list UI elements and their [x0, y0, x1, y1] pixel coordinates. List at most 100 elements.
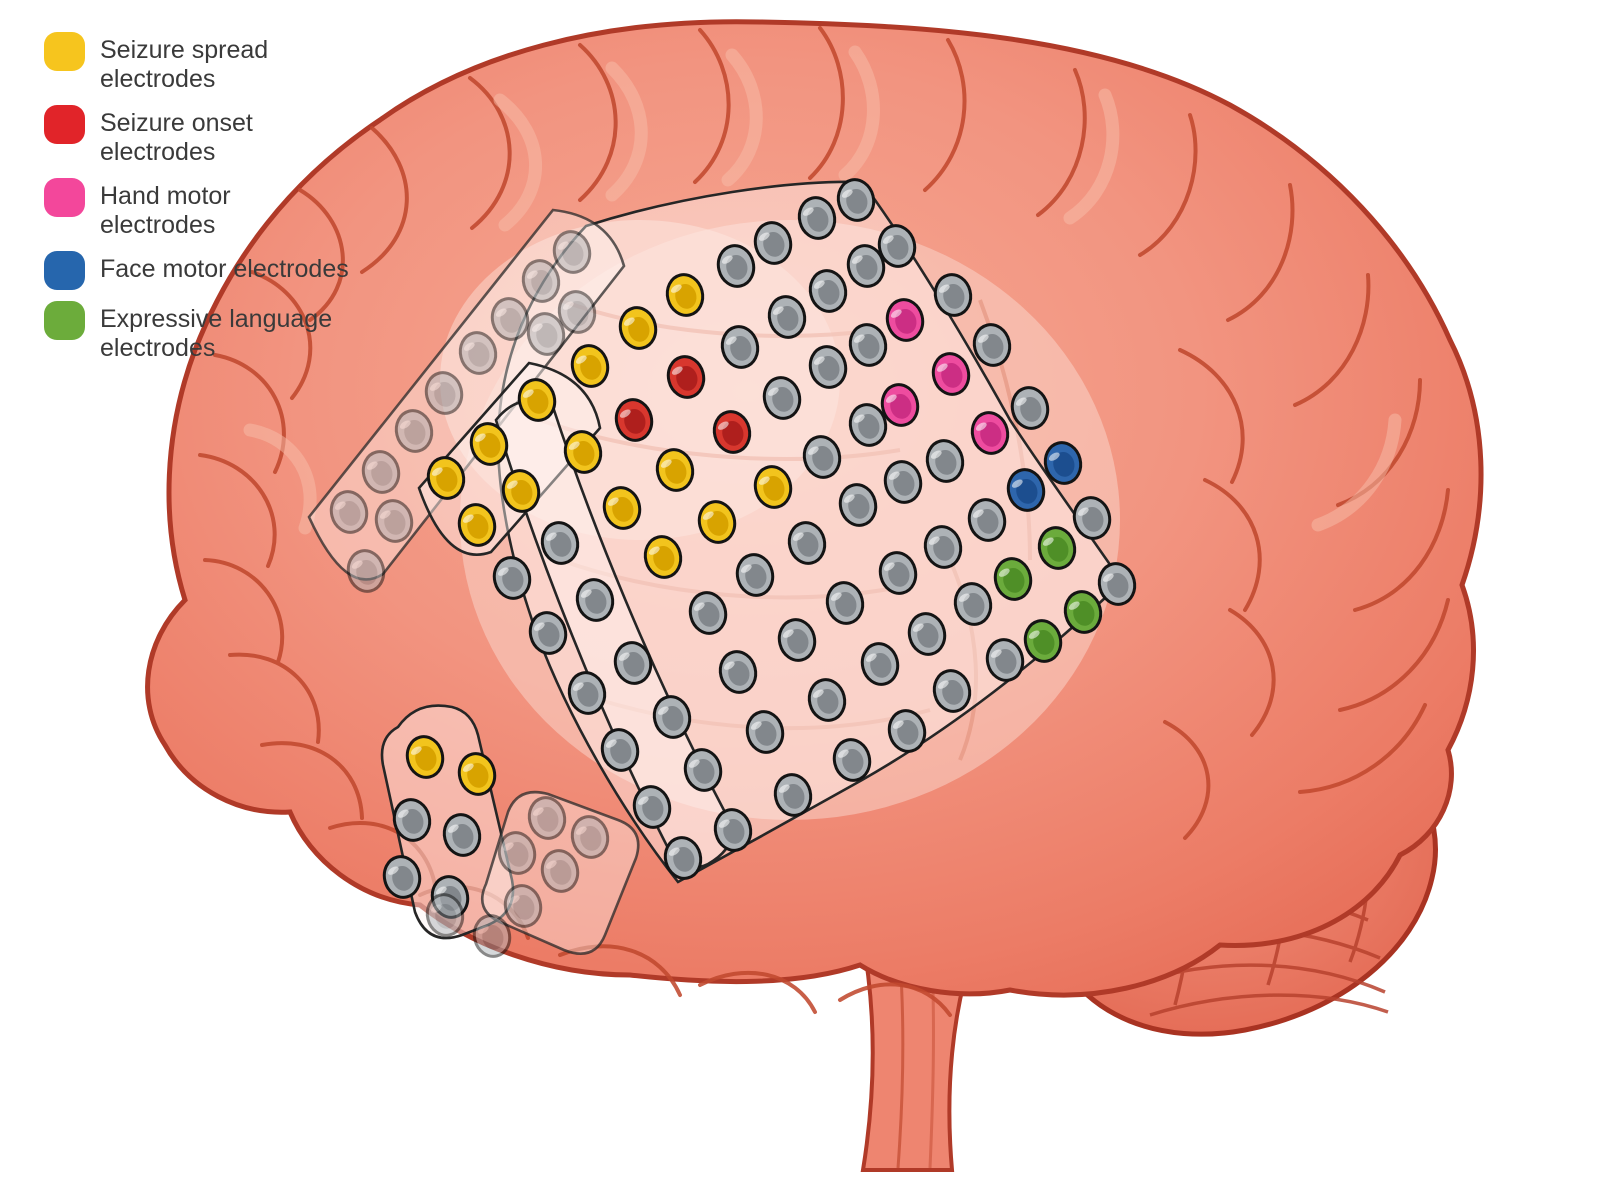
electrode-grid-recording: [846, 244, 886, 288]
electrode-grid-recording: [887, 709, 927, 753]
electrode-temporal-grid-gray: [382, 855, 422, 899]
electrode-grid-recording: [575, 578, 615, 622]
electrode-hand-motor: [880, 383, 920, 427]
electrode-grid-recording: [777, 618, 817, 662]
electrode-grid-recording: [683, 748, 723, 792]
electrode-grid-recording: [923, 525, 963, 569]
electrode-grid-recording: [745, 710, 785, 754]
electrode-seizure-spread: [602, 486, 642, 530]
expressive-language-swatch-icon: [44, 301, 85, 340]
electrode-grid-recording: [540, 521, 580, 565]
electrode-grid-recording: [688, 591, 728, 635]
electrode-grid-recording: [767, 295, 807, 339]
electrode-yellow-strip: [517, 378, 557, 422]
electrode-grid-recording: [567, 671, 607, 715]
electrode-seizure-spread: [618, 306, 658, 350]
electrode-grid-recording: [832, 738, 872, 782]
electrode-frontal-strip: [521, 259, 561, 303]
electrode-frontal-strip: [361, 450, 401, 494]
electrode-hand-motor: [931, 352, 971, 396]
electrode-grid-recording: [925, 439, 965, 483]
electrode-seizure-onset: [712, 410, 752, 454]
electrode-grid-recording: [808, 345, 848, 389]
electrode-grid-recording: [1010, 386, 1050, 430]
electrode-grid-recording: [762, 376, 802, 420]
legend-item-face-motor: Face motor electrodes: [44, 249, 404, 290]
electrode-seizure-spread: [753, 465, 793, 509]
electrode-grid-recording: [836, 178, 876, 222]
electrode-grid-recording: [802, 435, 842, 479]
electrode-expressive-language: [1037, 526, 1077, 570]
electrode-grid-recording: [877, 224, 917, 268]
electrode-frontal-strip: [329, 490, 369, 534]
seizure-onset-swatch-icon: [44, 105, 85, 144]
electrode-grid-recording: [933, 273, 973, 317]
electrode-temporal-strip: [570, 815, 610, 859]
electrode-yellow-strip: [501, 469, 541, 513]
electrode-temporal-grid-gray: [392, 798, 432, 842]
hand-motor-swatch-icon: [44, 178, 85, 217]
electrode-grid-recording: [492, 556, 532, 600]
electrode-grid-recording: [932, 669, 972, 713]
electrode-grid-recording: [967, 498, 1007, 542]
electrode-temporal-grid-faded: [425, 893, 465, 937]
electrode-grid-recording: [632, 785, 672, 829]
electrode-temporal-grid-yellow: [405, 735, 445, 779]
electrode-face-motor: [1006, 468, 1046, 512]
electrode-temporal-grid-gray: [442, 813, 482, 857]
electrode-frontal-strip: [394, 409, 434, 453]
electrode-yellow-strip: [457, 503, 497, 547]
seizure-spread-swatch-icon: [44, 32, 85, 71]
electrode-crossing-strip-end: [663, 836, 703, 880]
legend-label: Seizure spread electrodes: [100, 36, 269, 93]
electrode-grid-recording: [735, 553, 775, 597]
electrode-seizure-spread: [665, 273, 705, 317]
electrode-yellow-strip: [469, 422, 509, 466]
electrode-hand-motor: [885, 298, 925, 342]
electrode-yellow-strip: [426, 456, 466, 500]
electrode-grid-recording: [860, 642, 900, 686]
electrode-frontal-strip: [346, 549, 386, 593]
electrode-grid-recording: [528, 611, 568, 655]
electrode-frontal-strip: [424, 371, 464, 415]
legend-item-hand-motor: Hand motor electrodes: [44, 176, 404, 240]
face-motor-swatch-icon: [44, 251, 85, 290]
electrode-grid-recording: [848, 403, 888, 447]
electrode-grid-recording: [1097, 562, 1137, 606]
electrode-grid-recording: [848, 323, 888, 367]
electrode-grid-recording: [716, 244, 756, 288]
electrode-grid-recording: [985, 638, 1025, 682]
electrode-grid-recording: [1072, 496, 1112, 540]
electrode-grid-recording: [838, 483, 878, 527]
electrode-grid-recording: [807, 678, 847, 722]
electrode-grid-recording: [907, 612, 947, 656]
electrode-frontal-strip: [490, 297, 530, 341]
legend-label: Expressive language electrodes: [100, 305, 333, 362]
legend-item-seizure-spread: Seizure spread electrodes: [44, 30, 404, 94]
legend-label: Face motor electrodes: [100, 255, 349, 283]
electrode-expressive-language: [1023, 619, 1063, 663]
electrode-face-motor: [1043, 441, 1083, 485]
electrode-frontal-strip: [552, 230, 592, 274]
electrode-grid-recording: [718, 650, 758, 694]
electrode-seizure-spread: [697, 500, 737, 544]
electrode-expressive-language: [993, 557, 1033, 601]
legend-label: Seizure onset electrodes: [100, 109, 253, 166]
electrode-seizure-spread: [643, 535, 683, 579]
electrode-grid-recording: [797, 196, 837, 240]
electrode-seizure-spread: [563, 430, 603, 474]
electrode-grid-recording: [972, 323, 1012, 367]
electrode-frontal-strip: [557, 290, 597, 334]
electrode-temporal-grid-yellow: [457, 752, 497, 796]
electrode-hand-motor: [970, 411, 1010, 455]
electrode-temporal-grid-faded: [472, 914, 512, 958]
electrode-grid-recording: [773, 773, 813, 817]
legend-item-seizure-onset: Seizure onset electrodes: [44, 103, 404, 167]
electrode-grid-recording: [953, 582, 993, 626]
electrode-grid-recording: [878, 551, 918, 595]
electrodes: [329, 178, 1137, 958]
electrode-temporal-strip: [503, 884, 543, 928]
electrode-grid-recording: [883, 460, 923, 504]
